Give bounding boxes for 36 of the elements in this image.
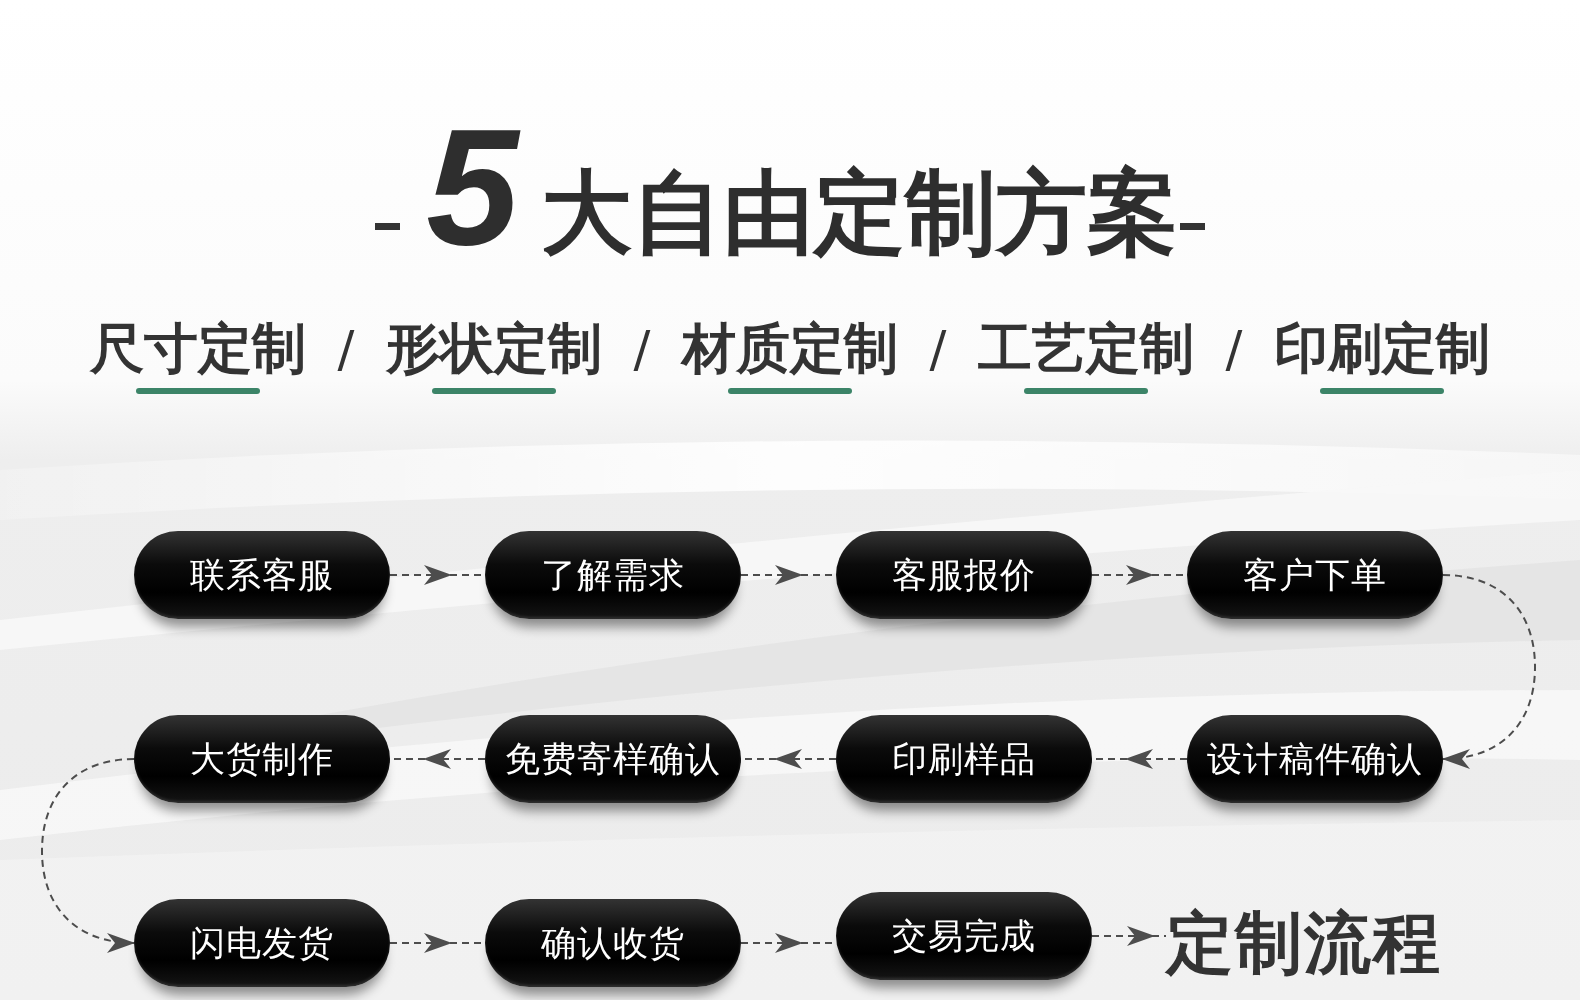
step-pill xyxy=(134,531,390,619)
dashed-arrow xyxy=(1091,926,1167,946)
option-label: 工艺定制 xyxy=(978,322,1194,376)
separator-slash: / xyxy=(929,322,947,376)
step-pill xyxy=(485,531,741,619)
step-pill xyxy=(836,715,1092,803)
step-text: 确认收货 xyxy=(541,923,685,963)
step-pill xyxy=(134,899,390,987)
step-text: 联系客服 xyxy=(190,555,334,595)
separator-slash: / xyxy=(633,322,651,376)
step-text: 客户下单 xyxy=(1243,555,1387,595)
flow-heading: 定制流程 xyxy=(1166,898,1458,988)
step-pill xyxy=(1187,715,1443,803)
step-pill xyxy=(1187,531,1443,619)
step-text: 印刷样品 xyxy=(892,739,1036,779)
step-pill xyxy=(485,899,741,987)
option-label: 印刷定制 xyxy=(1274,322,1490,376)
option-label: 形状定制 xyxy=(386,322,602,376)
title-heading: 5大自由定制方案 xyxy=(426,104,1178,270)
step-pill xyxy=(134,715,390,803)
separator-slash: / xyxy=(1225,322,1243,376)
step-pill xyxy=(836,531,1092,619)
step-text: 交易完成 xyxy=(892,916,1036,956)
step-text: 免费寄样确认 xyxy=(505,739,721,779)
step-text: 大货制作 xyxy=(190,739,334,779)
dashed-arrow xyxy=(41,758,135,952)
option-label: 材质定制 xyxy=(682,322,898,376)
separator-slash: / xyxy=(337,322,355,376)
step-pill xyxy=(836,892,1092,980)
option-label: 尺寸定制 xyxy=(90,322,306,376)
step-text: 客服报价 xyxy=(892,555,1036,595)
dashed-arrow xyxy=(1442,574,1536,768)
step-text: 设计稿件确认 xyxy=(1207,739,1423,779)
step-text: 闪电发货 xyxy=(190,923,334,963)
step-pill xyxy=(485,715,741,803)
step-text: 了解需求 xyxy=(541,555,685,595)
